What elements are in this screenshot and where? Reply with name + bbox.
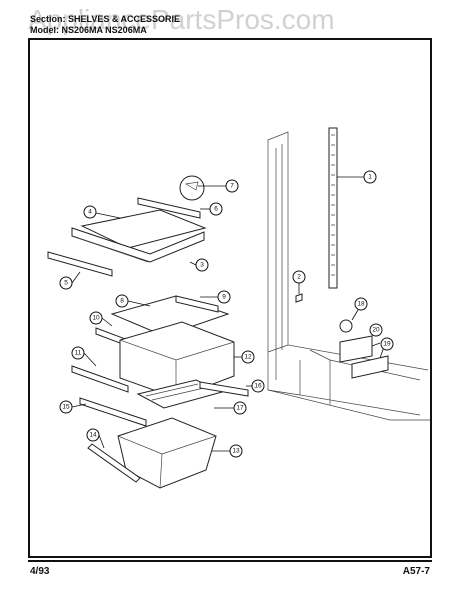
svg-text:20: 20 [372, 327, 380, 334]
callout-16: 16 [251, 379, 265, 393]
callout-10: 10 [89, 311, 103, 325]
model-line: Model: NS206MA NS206MA [30, 25, 147, 35]
svg-text:11: 11 [75, 350, 82, 357]
crisper-pan [71, 321, 235, 427]
callout-17: 17 [233, 401, 247, 415]
callout-11: 11 [71, 346, 85, 360]
svg-text:15: 15 [62, 404, 70, 411]
callout-9: 9 [217, 290, 231, 304]
callout-15: 15 [59, 400, 73, 414]
callout-20: 20 [369, 323, 383, 337]
svg-text:13: 13 [232, 448, 240, 455]
callout-4: 4 [83, 205, 97, 219]
callout-19: 19 [380, 337, 394, 351]
svg-text:2: 2 [297, 274, 301, 281]
door-side-parts [339, 319, 389, 379]
svg-text:16: 16 [254, 383, 262, 390]
screw-part [295, 293, 303, 303]
refrigerator-cabinet [267, 131, 430, 421]
svg-text:9: 9 [222, 294, 226, 301]
callout-12: 12 [241, 350, 255, 364]
callout-13: 13 [229, 444, 243, 458]
watermark: AppliancePartsPros.com [28, 4, 335, 35]
callout-labels: 1 2 3 4 5 6 7 8 9 10 11 12 13 14 15 16 1… [59, 170, 394, 458]
cam-part [179, 175, 205, 201]
svg-text:7: 7 [230, 183, 234, 190]
crisper-frame [136, 379, 249, 409]
diagram-frame [28, 38, 432, 558]
callout-2: 2 [292, 270, 306, 284]
callout-8: 8 [115, 294, 129, 308]
footer-date: 4/93 [30, 566, 50, 577]
leader-lines [71, 176, 386, 452]
footer-rule [28, 560, 432, 562]
section-title: Section: SHELVES & ACCESSORIE [30, 14, 181, 24]
callout-3: 3 [195, 258, 209, 272]
callout-5: 5 [59, 276, 73, 290]
svg-text:12: 12 [244, 354, 252, 361]
svg-text:6: 6 [214, 206, 218, 213]
callout-18: 18 [354, 297, 368, 311]
callout-6: 6 [209, 202, 223, 216]
svg-text:1: 1 [368, 174, 372, 181]
callout-1: 1 [363, 170, 377, 184]
diagram-header: Section: SHELVES & ACCESSORIE Model: NS2… [30, 14, 180, 36]
svg-text:8: 8 [120, 298, 124, 305]
lower-bin [87, 417, 217, 489]
shelf-rail-part [328, 127, 338, 289]
svg-text:5: 5 [64, 280, 68, 287]
svg-text:18: 18 [357, 301, 365, 308]
svg-text:4: 4 [88, 209, 92, 216]
svg-text:17: 17 [236, 405, 244, 412]
callout-14: 14 [86, 428, 100, 442]
svg-text:14: 14 [89, 432, 97, 439]
callout-7: 7 [225, 179, 239, 193]
svg-text:10: 10 [92, 315, 100, 322]
footer-page-code: A57-7 [402, 566, 430, 577]
shelf-assembly [47, 197, 207, 277]
svg-text:3: 3 [200, 262, 204, 269]
svg-text:19: 19 [383, 341, 391, 348]
